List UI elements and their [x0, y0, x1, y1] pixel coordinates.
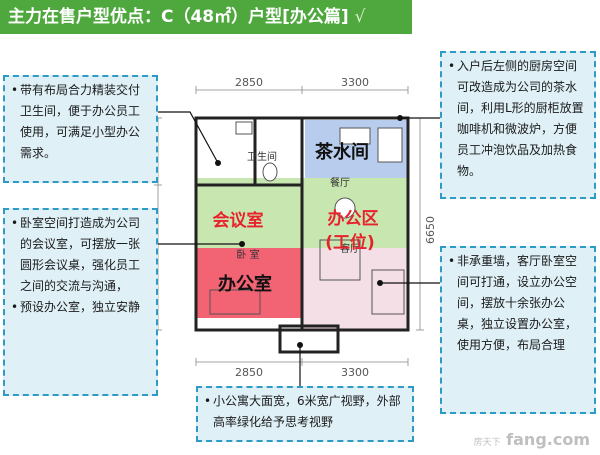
dimension-lines	[154, 86, 424, 366]
floorplan-walls	[194, 116, 410, 354]
room-label-bedroom: 卧 室	[236, 248, 259, 261]
callout-top-right-text: •入户后左侧的厨房空间可改造成为公司的茶水间，利用L形的厨柜放置咖啡机和微波炉，…	[448, 59, 584, 178]
dimension-top-right: 3300	[341, 76, 369, 89]
dimension-bottom-left: 2850	[235, 366, 263, 379]
room-label-bathroom: 卫生间	[247, 150, 277, 163]
watermark-sub: 房天下	[473, 438, 501, 448]
watermark: 房天下 fang.com	[474, 430, 590, 449]
callout-mid-right: •非承重墙，客厅卧室空间可打通，设立办公空间，摆放十余张办公桌，独立设置办公室，…	[440, 246, 596, 414]
floorplan-fixtures	[209, 121, 405, 315]
office-area-zone-pink	[302, 248, 408, 330]
title-checkmark: √	[354, 7, 366, 27]
callout-bottom-text: •小公寓大面宽，6米宽广视野，外部高率绿化给予思考视野	[204, 394, 401, 429]
callout-top-right: •入户后左侧的厨房空间可改造成为公司的茶水间，利用L形的厨柜放置咖啡机和微波炉，…	[440, 51, 596, 199]
watermark-brand: fang.com	[506, 430, 590, 449]
zone-label-tea-room: 茶水间	[315, 141, 369, 163]
callout-top-left: •带有布局合力精装交付卫生间，便于办公员工使用，可满足小型办公需求。	[3, 75, 158, 183]
zone-label-office-area: 办公区	[328, 208, 379, 229]
zone-label-meeting-room: 会议室	[213, 210, 264, 231]
callout-mid-left-text-2: •预设办公室，独立安静	[11, 300, 141, 314]
page-title: 主力在售户型优点：C（48㎡）户型[办公篇] √	[0, 0, 412, 34]
room-label-dining: 餐厅	[330, 176, 350, 189]
title-text: 主力在售户型优点：C（48㎡）户型[办公篇]	[8, 7, 349, 27]
callout-mid-left-text-1: •卧室空间打造成为公司的会议室，可摆放一张圆形会议桌，强化员工之间的交流与沟通，	[11, 216, 141, 293]
dimension-top-left: 2850	[235, 76, 263, 89]
room-label-living: 客厅	[340, 242, 360, 255]
zone-label-private-office: 办公室	[218, 273, 272, 295]
private-office-zone	[196, 248, 302, 318]
meeting-room-zone	[196, 178, 302, 248]
zone-label-workstation: (工位)	[325, 232, 375, 253]
dimension-right: 6650	[424, 216, 437, 244]
office-area-zone-green	[302, 178, 408, 248]
callout-connectors	[158, 111, 440, 390]
callout-bottom: •小公寓大面宽，6米宽广视野，外部高率绿化给予思考视野	[196, 386, 414, 442]
callout-mid-right-text: •非承重墙，客厅卧室空间可打通，设立办公空间，摆放十余张办公桌，独立设置办公室，…	[448, 254, 578, 352]
callout-top-left-text: •带有布局合力精装交付卫生间，便于办公员工使用，可满足小型办公需求。	[11, 83, 141, 160]
callout-mid-left: •卧室空间打造成为公司的会议室，可摆放一张圆形会议桌，强化员工之间的交流与沟通，…	[3, 208, 158, 396]
dimension-bottom-right: 3300	[341, 366, 369, 379]
